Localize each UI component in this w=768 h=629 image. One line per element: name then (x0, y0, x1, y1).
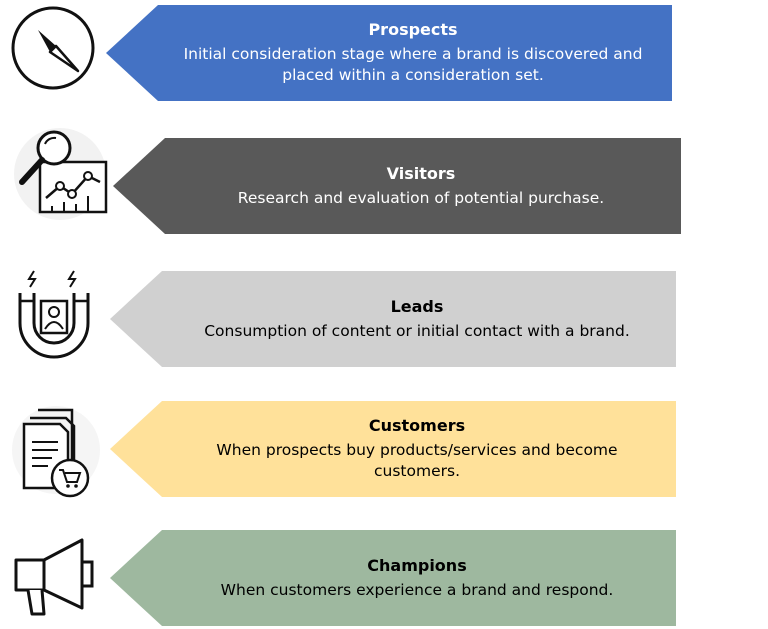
stage-arrow-leads: Leads Consumption of content or initial … (110, 271, 676, 367)
stage-title: Visitors (386, 163, 456, 183)
stage-description: Initial consideration stage where a bran… (183, 45, 643, 84)
stage-arrow-shape (113, 138, 681, 234)
stage-description: Research and evaluation of potential pur… (237, 188, 605, 207)
stage-title: Champions (367, 555, 467, 575)
stage-arrow-shape (110, 401, 676, 497)
stage-title: Leads (390, 296, 444, 316)
stage-arrow-champions: Champions When customers experience a br… (110, 530, 676, 626)
stage-title: Customers (368, 416, 466, 435)
stage-arrow-shape (110, 530, 676, 626)
magnet-person-icon (12, 263, 96, 363)
stage-arrow-shape (106, 5, 672, 101)
compass-icon (8, 4, 98, 92)
stage-description: When customers experience a brand and re… (220, 580, 614, 599)
stage-description: When prospects buy products/services and… (216, 441, 618, 480)
megaphone-icon (10, 534, 104, 618)
stage-title: Prospects (368, 20, 458, 39)
stage-arrow-shape (110, 271, 676, 367)
stage-arrow-visitors: Visitors Research and evaluation of pote… (113, 138, 681, 234)
stage-description: Consumption of content or initial contac… (204, 321, 630, 340)
stage-arrow-customers: Customers When prospects buy products/se… (110, 401, 676, 497)
magnifier-chart-icon (8, 128, 112, 220)
stage-arrow-prospects: Prospects Initial consideration stage wh… (106, 5, 672, 101)
documents-cart-icon (10, 400, 102, 500)
